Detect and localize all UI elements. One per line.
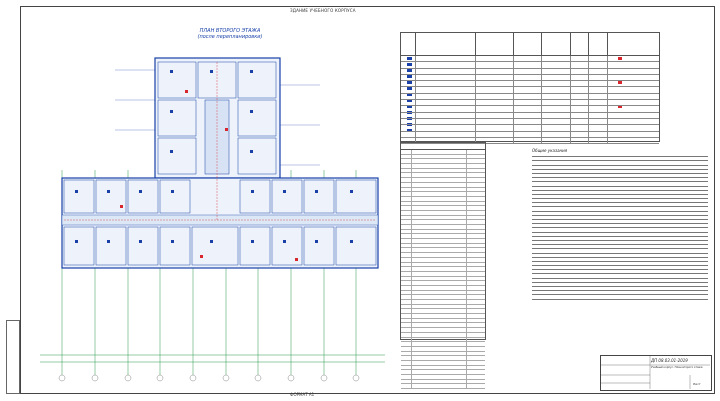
north-wing — [154, 57, 281, 179]
room-row — [401, 168, 485, 174]
legend-row — [401, 87, 659, 94]
room-row — [401, 150, 485, 155]
legend-row — [401, 93, 659, 101]
room-row — [401, 253, 485, 258]
sheet-bottom-title: ФОРМАТ А1 — [290, 392, 315, 397]
legend-count-marks — [618, 57, 622, 108]
room-row — [401, 323, 485, 329]
room-row — [401, 304, 485, 310]
room-row — [401, 271, 485, 277]
cable-routes — [64, 62, 376, 221]
drawing-code: ДП 08.03.01-2019 — [651, 358, 688, 363]
legend-row — [401, 118, 659, 126]
room-row — [401, 384, 485, 390]
room-row — [401, 187, 485, 193]
legend-row — [401, 100, 659, 107]
room-row — [401, 309, 485, 315]
legend-row — [401, 68, 659, 75]
room-row — [401, 285, 485, 291]
room-row — [401, 173, 485, 179]
room-row — [401, 182, 485, 188]
equipment-symbols — [75, 70, 353, 243]
legend-row — [401, 81, 659, 88]
room-row — [401, 206, 485, 211]
legend-header — [401, 33, 659, 56]
notes-title: Общие указания — [532, 148, 568, 153]
room-row — [401, 164, 485, 169]
room-row — [401, 379, 485, 385]
legend-row — [401, 112, 659, 119]
room-row — [401, 267, 485, 272]
general-notes: Общие указания — [532, 148, 708, 328]
room-row — [401, 262, 485, 268]
legend-row — [401, 56, 659, 63]
room-row — [401, 243, 485, 249]
drawing-name: Учебный корпус. План второго этажа — [651, 366, 703, 369]
legend-row — [401, 62, 659, 69]
room-row — [401, 178, 485, 183]
axis-markers — [58, 374, 360, 382]
room-row — [401, 356, 485, 361]
room-row — [401, 201, 485, 207]
binding-strip — [6, 320, 20, 394]
legend-row — [401, 131, 659, 138]
sheet-frame — [20, 6, 715, 394]
alarm-symbols — [120, 90, 298, 261]
room-row — [401, 314, 485, 319]
plan-title-sub: (после перепланировки) — [197, 34, 263, 40]
room-row — [401, 342, 485, 347]
room-row — [401, 215, 485, 221]
room-schedule-header — [401, 143, 485, 150]
room-row — [401, 239, 485, 244]
plan-title-main: ПЛАН ВТОРОГО ЭТАЖА — [199, 28, 261, 34]
room-row — [401, 365, 485, 371]
room-row — [401, 276, 485, 282]
legend-row — [401, 137, 659, 145]
room-row — [401, 300, 485, 305]
room-row — [401, 159, 485, 165]
room-row — [401, 360, 485, 366]
room-row — [401, 346, 485, 352]
equipment-specification-table — [400, 32, 660, 145]
room-row — [401, 295, 485, 300]
room-row — [401, 154, 485, 160]
legend-row — [401, 74, 659, 82]
legend-row — [401, 106, 659, 113]
plan-title: ПЛАН ВТОРОГО ЭТАЖА (после перепланировки… — [190, 28, 270, 40]
room-row — [401, 234, 485, 240]
room-row — [401, 351, 485, 357]
dimension-leaders — [115, 69, 320, 166]
sheet-top-title: ЗДАНИЕ УЧЕБНОГО КОРПУСА — [290, 8, 356, 13]
room-row — [401, 332, 485, 338]
room-row — [401, 370, 485, 375]
sheet-label: Лист — [693, 382, 701, 386]
room-row — [401, 318, 485, 324]
title-block: ДП 08.03.01-2019 Учебный корпус. План вт… — [600, 355, 712, 391]
room-row — [401, 248, 485, 254]
room-row — [401, 337, 485, 343]
room-row — [401, 225, 485, 230]
room-row — [401, 290, 485, 296]
room-row — [401, 281, 485, 286]
stamp-lines — [600, 355, 710, 389]
room-row — [401, 229, 485, 235]
room-row — [401, 257, 485, 263]
legend-row — [401, 125, 659, 132]
room-row — [401, 375, 485, 380]
room-row — [401, 220, 485, 225]
room-row — [401, 210, 485, 216]
room-row — [401, 192, 485, 197]
room-row — [401, 328, 485, 333]
room-row — [401, 196, 485, 202]
room-schedule-table — [400, 142, 486, 390]
